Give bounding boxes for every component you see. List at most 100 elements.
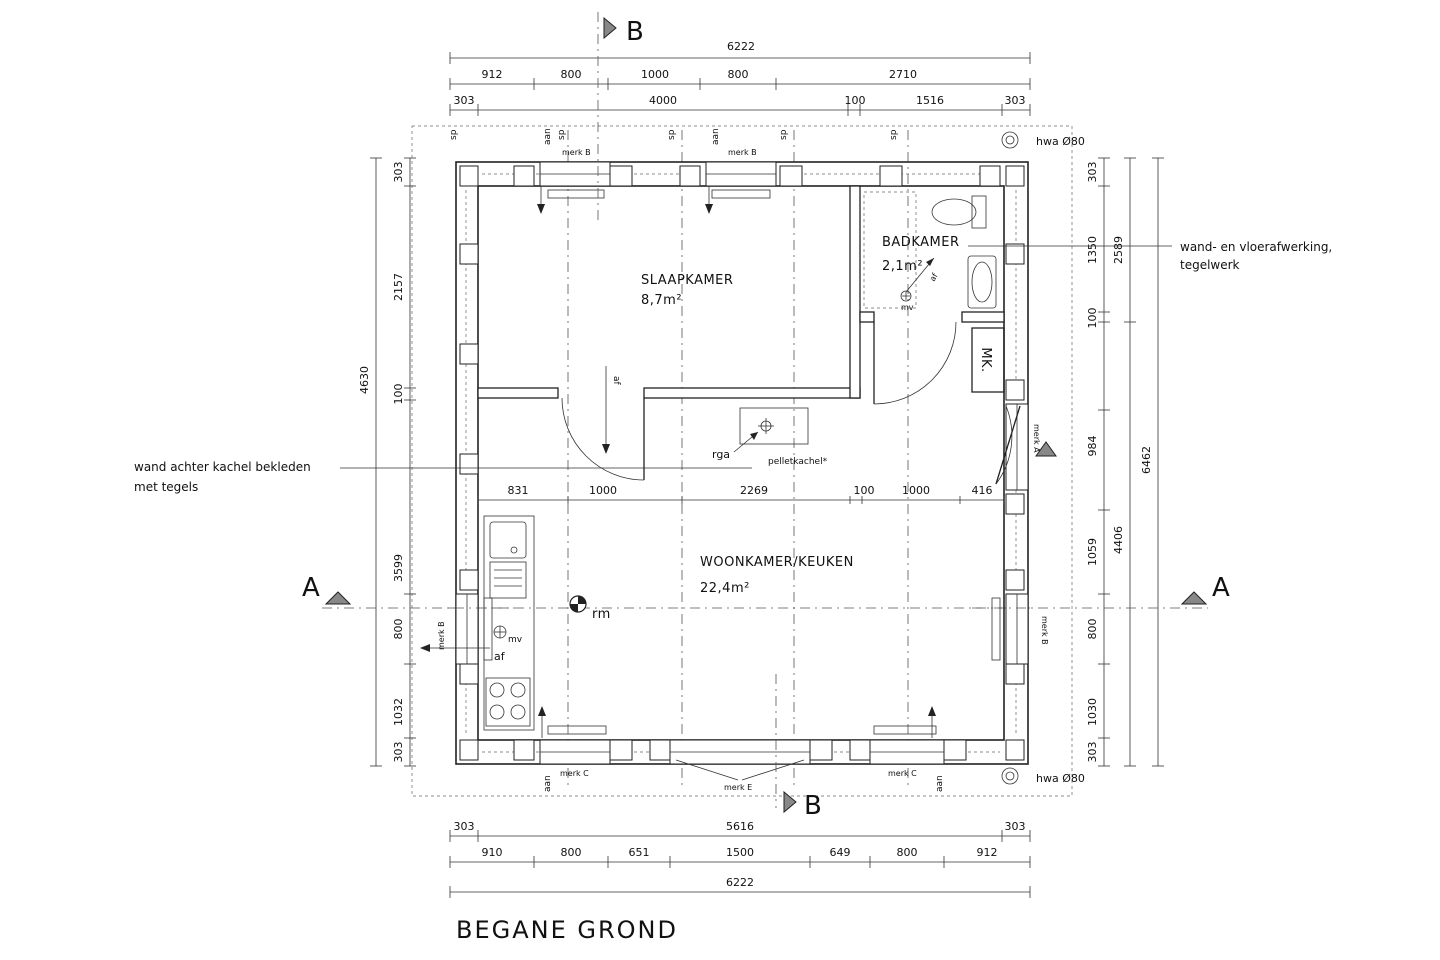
dim-right-303a: 303 (1086, 162, 1099, 183)
dim-left-total: 4630 (358, 366, 371, 394)
sp-label-1: sp (449, 129, 459, 140)
dim-bottom-910: 910 (482, 846, 503, 859)
dim-bottom-649: 649 (830, 846, 851, 859)
merk-b-label-3: merk B (437, 621, 446, 650)
dim-bottom-800a: 800 (561, 846, 582, 859)
dim-bottom-303b: 303 (1005, 820, 1026, 833)
dim-right-total: 6462 (1140, 446, 1153, 474)
dim-inner-1000a: 1000 (589, 484, 617, 497)
sp-label-2: sp (557, 129, 567, 140)
dim-bottom-1500: 1500 (726, 846, 754, 859)
door-swings (561, 321, 1013, 485)
bottom-dimensions: 303 5616 303 910 800 651 1500 649 800 91… (449, 820, 1031, 898)
dim-left-3599: 3599 (392, 554, 405, 582)
dim-inner-416: 416 (972, 484, 993, 497)
badkamer-area: 2,1m² (882, 259, 923, 274)
dim-right-2589: 2589 (1112, 236, 1125, 264)
merk-e-label: merk E (724, 783, 752, 792)
badkamer-name: BADKAMER (882, 235, 959, 250)
dim-top-2710: 2710 (889, 68, 917, 81)
dim-left-100: 100 (392, 384, 405, 405)
dim-left-303b: 303 (392, 742, 405, 763)
aan-label-3: aan (543, 775, 553, 792)
stove-note-line2: met tegels (134, 480, 198, 494)
section-a-left: A (302, 573, 514, 609)
dim-bottom-303a: 303 (454, 820, 475, 833)
dim-top-1516: 1516 (916, 94, 944, 107)
toilet-icon (931, 195, 987, 229)
tiles-note-line1: wand- en vloerafwerking, (1180, 240, 1332, 254)
dim-top-800a: 800 (561, 68, 582, 81)
dim-right-303b: 303 (1086, 742, 1099, 763)
dim-right-4406: 4406 (1112, 526, 1125, 554)
merk-c-label-2: merk C (888, 769, 917, 778)
dim-bottom-800b: 800 (897, 846, 918, 859)
dim-bottom-651: 651 (629, 846, 650, 859)
bath-mv-label: mv (901, 303, 914, 312)
dim-top-800b: 800 (728, 68, 749, 81)
merk-a-label: merk A (1032, 424, 1041, 453)
aan-label-1: aan (543, 128, 553, 145)
slaapkamer-name: SLAAPKAMER (641, 273, 733, 288)
bath-af-label: af (928, 272, 940, 283)
slaapkamer-af-label: af (611, 376, 621, 386)
section-a-right-label: A (1212, 573, 1230, 603)
dim-bottom-total: 6222 (726, 876, 754, 889)
structure-grid (448, 130, 1030, 790)
inner-dimensions: 831 1000 2269 100 1000 416 (477, 484, 1005, 504)
dim-inner-1000b: 1000 (902, 484, 930, 497)
hwa-top-label: hwa Ø80 (1036, 135, 1085, 148)
pellet-stove-label: pelletkachel* (768, 457, 828, 467)
stove-flue-icon (758, 418, 774, 434)
dim-right-984: 984 (1086, 436, 1099, 457)
sp-label-3: sp (667, 129, 677, 140)
top-dimensions: 6222 912 800 1000 800 2710 303 4000 100 … (449, 40, 1031, 116)
foundation-outline (411, 125, 1073, 797)
rain-pipe-bottom-icon (1001, 767, 1019, 785)
tiles-note-line2: tegelwerk (1180, 258, 1240, 272)
stove-hob-icon (485, 677, 531, 727)
dim-bottom-912: 912 (977, 846, 998, 859)
washbasin-icon (967, 255, 997, 309)
dim-right-100: 100 (1086, 308, 1099, 329)
dim-bottom-5616: 5616 (726, 820, 754, 833)
dim-top-100: 100 (845, 94, 866, 107)
interior-walls: MK. (477, 185, 1005, 399)
dim-top-912: 912 (482, 68, 503, 81)
smoke-detector-icon (569, 595, 587, 613)
kitchen-mv-label: mv (508, 635, 523, 645)
wall-labels: sp aan sp sp aan sp sp merk B merk B aan… (437, 128, 1049, 792)
section-b-top: B (597, 12, 644, 220)
flow-arrows: af (537, 186, 936, 738)
section-a-left-label: A (302, 573, 320, 603)
dim-inner-100: 100 (854, 484, 875, 497)
merk-c-label-1: merk C (560, 769, 589, 778)
section-b-bottom-label: B (804, 791, 822, 821)
dim-inner-831: 831 (508, 484, 529, 497)
drain-icon (900, 290, 912, 302)
dim-top-303b: 303 (1005, 94, 1026, 107)
drawing-title: BEGANE GROND (456, 916, 678, 944)
kitchen-af-label: af (494, 650, 506, 663)
dim-top-1000: 1000 (641, 68, 669, 81)
rain-pipe-top-icon (1001, 131, 1019, 149)
dim-right-1350: 1350 (1086, 236, 1099, 264)
sp-label-5: sp (889, 129, 899, 140)
aan-label-2: aan (711, 128, 721, 145)
section-a-right: A (972, 573, 1230, 609)
dim-top-303a: 303 (454, 94, 475, 107)
merk-b-label-4: merk B (1040, 616, 1049, 645)
merk-b-label-2: merk B (728, 148, 757, 157)
dim-top-total: 6222 (727, 40, 755, 53)
section-a-door-marker (1035, 441, 1057, 457)
dim-inner-2269: 2269 (740, 484, 768, 497)
right-dimensions: 303 1350 100 984 1059 800 1030 303 2589 … (1086, 157, 1164, 767)
dim-right-800: 800 (1086, 619, 1099, 640)
rm-label: rm (592, 607, 611, 622)
stove-note-line1: wand achter kachel bekleden (134, 460, 311, 474)
dim-left-800: 800 (392, 619, 405, 640)
slaapkamer-area: 8,7m² (641, 293, 682, 308)
dim-top-4000: 4000 (649, 94, 677, 107)
kitchen-counter: mv af (420, 515, 535, 731)
